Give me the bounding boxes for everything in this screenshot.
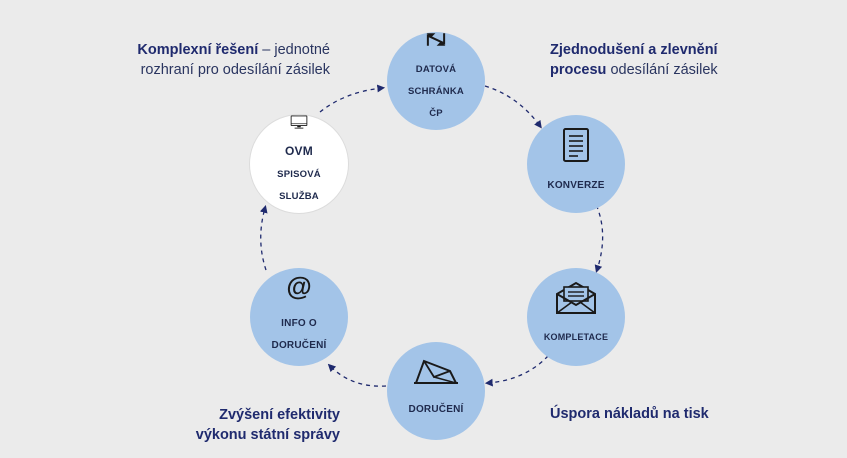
node-label-line: INFO O — [281, 317, 317, 329]
caption-text: odesílání zásilek — [606, 62, 718, 78]
caption-text: – jednotné — [258, 42, 330, 58]
caption-bold: Zvýšení efektivity — [219, 407, 340, 423]
caption-bold: Zjednodušení a zlevnění — [550, 42, 718, 58]
caption-bold: procesu — [550, 62, 607, 78]
caption-bold: výkonu státní správy — [195, 427, 340, 443]
at-icon: @ — [286, 270, 312, 301]
caption-top-right: Zjednodušení a zlevnění procesu odesílán… — [550, 40, 810, 80]
node-info-o-doruceni: @ INFO O DORUČENÍ — [250, 268, 348, 366]
caption-bold: Úspora nákladů na tisk — [550, 406, 709, 422]
caption-bold: Komplexní řešení — [137, 42, 259, 58]
document-icon — [563, 127, 589, 162]
node-label-line: DORUČENÍ — [408, 403, 464, 415]
node-label-line: ČP — [429, 108, 443, 119]
node-ovm-spisova-sluzba: OVM SPISOVÁ SLUŽBA — [250, 115, 348, 213]
arrow-info-to-ovm — [259, 204, 268, 271]
arrow-kompletace-to-doruceni — [484, 355, 549, 387]
arrow-doruceni-to-info — [327, 363, 387, 387]
node-label-line: DORUČENÍ — [271, 339, 327, 351]
node-datova-schranka: DATOVÁ SCHRÁNKA ČP — [387, 32, 485, 130]
envelope-icon — [556, 281, 596, 314]
arrow-datova-to-konverze — [484, 85, 542, 129]
node-label-line: SPISOVÁ — [277, 169, 321, 180]
node-label-line: OVM — [285, 144, 313, 158]
node-konverze: KONVERZE — [527, 115, 625, 213]
node-kompletace: KOMPLETACE — [527, 268, 625, 366]
data-box-icon — [426, 33, 446, 46]
caption-bottom-right: Úspora nákladů na tisk — [550, 404, 810, 424]
node-label-line: DATOVÁ — [415, 64, 457, 75]
node-label-line: SCHRÁNKA — [408, 86, 464, 97]
arrow-konverze-to-kompletace — [592, 197, 604, 273]
node-label-line: KONVERZE — [547, 179, 605, 191]
node-label-line: KOMPLETACE — [543, 331, 609, 342]
caption-bottom-left: Zvýšení efektivity výkonu státní správy — [120, 405, 340, 445]
caption-top-left: Komplexní řešení – jednotné rozhraní pro… — [80, 40, 330, 80]
caption-text: rozhraní pro odesílání zásilek — [140, 62, 330, 78]
monitor-icon — [290, 115, 308, 129]
arrow-ovm-to-datova — [319, 84, 386, 113]
node-doruceni: DORUČENÍ — [387, 342, 485, 440]
open-envelope-icon — [414, 359, 458, 384]
node-label-line: SLUŽBA — [279, 191, 319, 202]
